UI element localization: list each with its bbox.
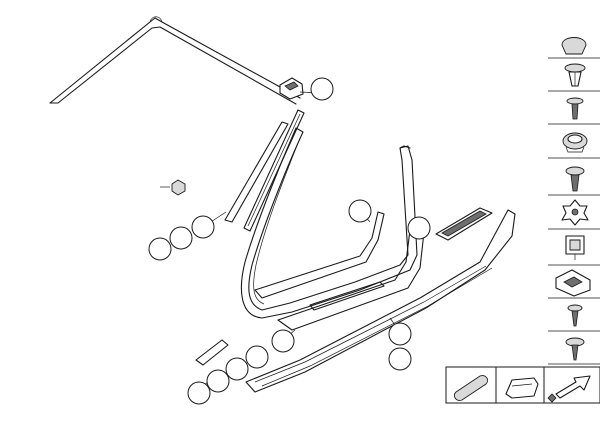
flange-screw-icon [565, 337, 585, 361]
door-seal [240, 127, 418, 319]
leader-lines [159, 91, 431, 391]
callout-circle [388, 347, 412, 371]
a-pillar-trim-inner [243, 109, 305, 232]
callout-circle [271, 329, 295, 353]
self-tapping-screw-icon [567, 304, 583, 327]
callout-circle [187, 381, 211, 405]
callout-circle [169, 226, 193, 250]
small-trim-piece [195, 339, 229, 366]
seal-profile-icon [505, 377, 539, 399]
side-parts-column [548, 37, 600, 365]
grommet-icon [562, 132, 588, 153]
bracket-clip-icon [555, 269, 591, 297]
star-clip-icon [561, 199, 589, 226]
callout-circle [310, 77, 334, 101]
callout-circle [191, 215, 215, 239]
push-rivet-icon [566, 97, 584, 120]
bottom-panels [445, 366, 600, 404]
windscreen-seal [49, 16, 301, 105]
callout-circle [245, 345, 269, 369]
logo-plate [435, 207, 493, 241]
arrow-icon [547, 375, 591, 403]
callout-circle [148, 237, 172, 261]
callout-circle [225, 357, 249, 381]
callout-circle [348, 199, 372, 223]
callout-circle [206, 369, 230, 393]
mirror-clip [279, 77, 304, 100]
side-sill-cover [245, 209, 516, 393]
inner-sill-trim [254, 211, 385, 299]
a-pillar-trim-outer [224, 121, 289, 223]
expanding-rivet-icon [564, 63, 586, 87]
rubber-plug-icon [453, 375, 489, 401]
callout-circle [407, 216, 431, 240]
square-clip-icon [565, 235, 585, 260]
small-nut [160, 179, 186, 196]
callout-circle [388, 322, 412, 346]
callouts [148, 77, 431, 405]
screw-rivet-icon [565, 166, 585, 192]
cap-clip-icon [561, 37, 587, 55]
